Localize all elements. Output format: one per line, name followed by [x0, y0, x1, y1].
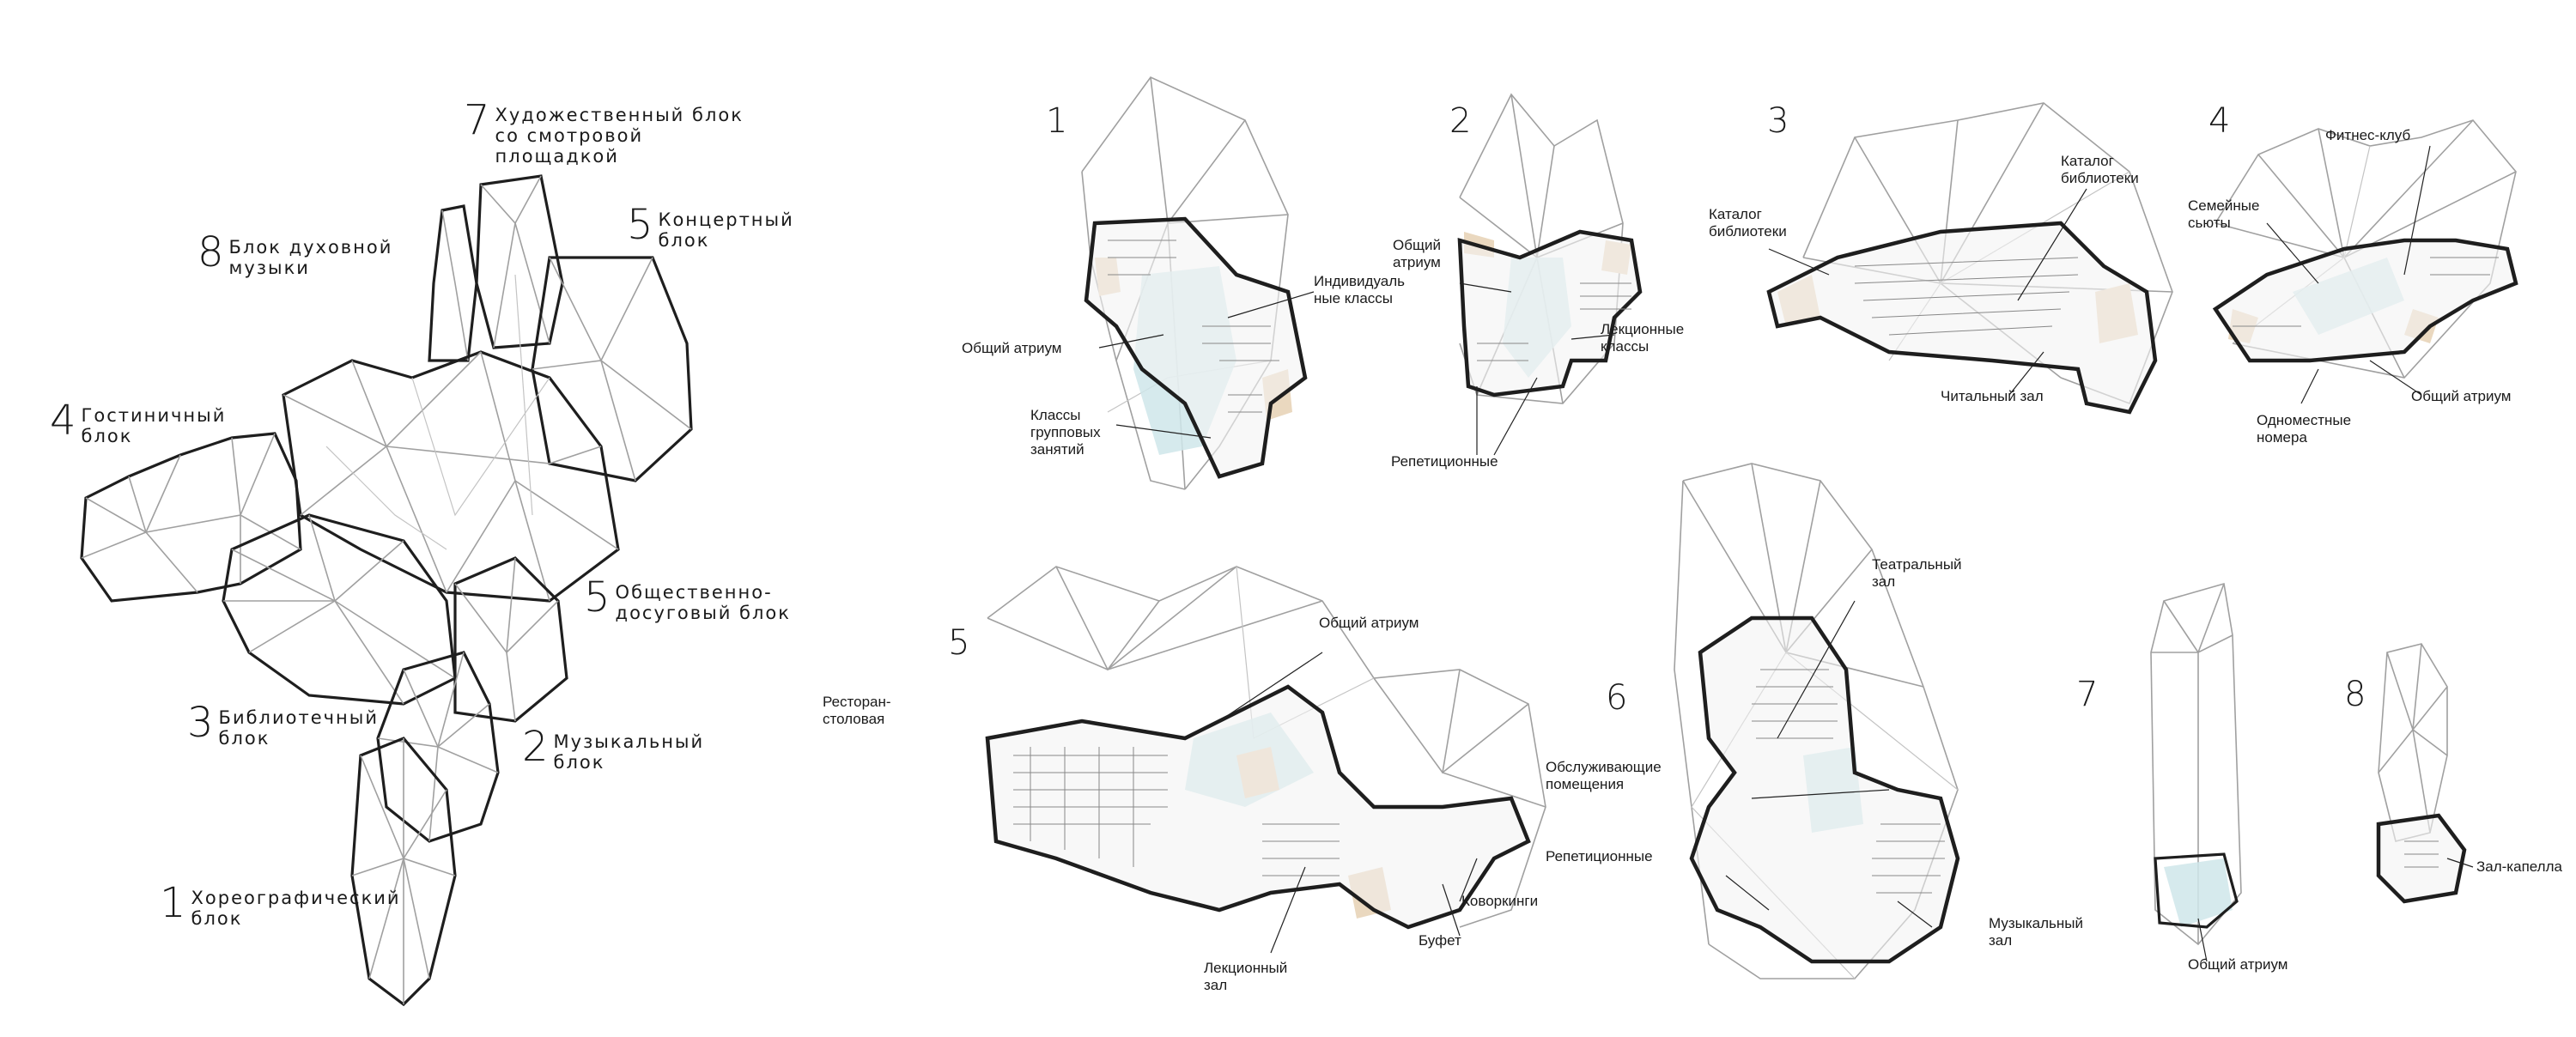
note-single-rooms: Одноместные номера — [2257, 412, 2352, 446]
note-service-rooms: Обслуживающие помещения — [1546, 759, 1662, 792]
note-lecture-hall: Лекционный зал — [1204, 960, 1288, 993]
block-1-label: 1 Хореографический блок — [160, 879, 401, 929]
note-catalog-left: Каталог библиотеки — [1709, 206, 1787, 240]
note-catalog-right: Каталог библиотеки — [2061, 153, 2139, 186]
plan-8 — [2376, 643, 2474, 904]
note-atrium-2: Общий атриум — [1393, 237, 1441, 270]
note-fitness: Фитнес-клуб — [2325, 127, 2411, 143]
note-reading-hall: Читальный зал — [1941, 388, 2044, 404]
block-5-concert-label: 5 Концертный блок — [627, 201, 794, 251]
note-rehearsal-2: Репетиционные — [1391, 453, 1498, 470]
plan-7 — [2150, 582, 2242, 962]
plan-2-number: 2 — [1449, 101, 1472, 141]
note-individual-classes: Индивидуаль ные классы — [1314, 273, 1406, 306]
block-7-label: 7 Художественный блок со смотровой площа… — [464, 96, 744, 167]
note-music-hall: Музыкальный зал — [1989, 915, 2084, 949]
block-4-label: 4 Гостиничный блок — [50, 397, 227, 446]
plan-3-number: 3 — [1767, 101, 1789, 141]
plan-3 — [1766, 102, 2173, 415]
plan-8-number: 8 — [2344, 675, 2366, 714]
block-2-label: 2 Музыкальный блок — [522, 723, 705, 773]
plan-1 — [1081, 76, 1315, 490]
note-atrium-7: Общий атриум — [2188, 956, 2288, 973]
note-coworking: Коворкинги — [1461, 893, 1539, 909]
note-lecture-classes: Лекционные классы — [1601, 321, 1685, 355]
plan-4-number: 4 — [2208, 101, 2231, 141]
plan-7-number: 7 — [2076, 675, 2099, 714]
massing-model — [80, 174, 693, 1007]
block-5-public-label: 5 Общественно- досуговый блок — [584, 573, 791, 623]
note-atrium-5: Общий атриум — [1319, 615, 1419, 631]
note-buffet: Буфет — [1419, 932, 1461, 949]
note-theatre-hall: Театральный зал — [1872, 556, 1962, 590]
note-atrium-1: Общий атриум — [962, 340, 1062, 356]
plan-2 — [1457, 93, 1643, 456]
note-family-suites: Семейные сьюты — [2188, 197, 2260, 231]
plan-5 — [985, 566, 1546, 954]
plan-4 — [2212, 119, 2518, 404]
plan-6-number: 6 — [1606, 678, 1628, 718]
note-group-classes: Классы групповых занятий — [1030, 407, 1101, 458]
plan-5-number: 5 — [948, 623, 970, 663]
note-chapel-hall: Зал-капелла — [2476, 858, 2562, 875]
plan-6 — [1674, 463, 1960, 979]
note-rehearsal-6: Репетиционные — [1546, 848, 1653, 864]
note-atrium-4: Общий атриум — [2411, 388, 2512, 404]
note-restaurant: Ресторан- столовая — [823, 694, 891, 727]
plan-1-number: 1 — [1046, 101, 1068, 141]
block-3-label: 3 Библиотечный блок — [187, 699, 379, 749]
block-8-label: 8 Блок духовной музыки — [197, 228, 393, 278]
